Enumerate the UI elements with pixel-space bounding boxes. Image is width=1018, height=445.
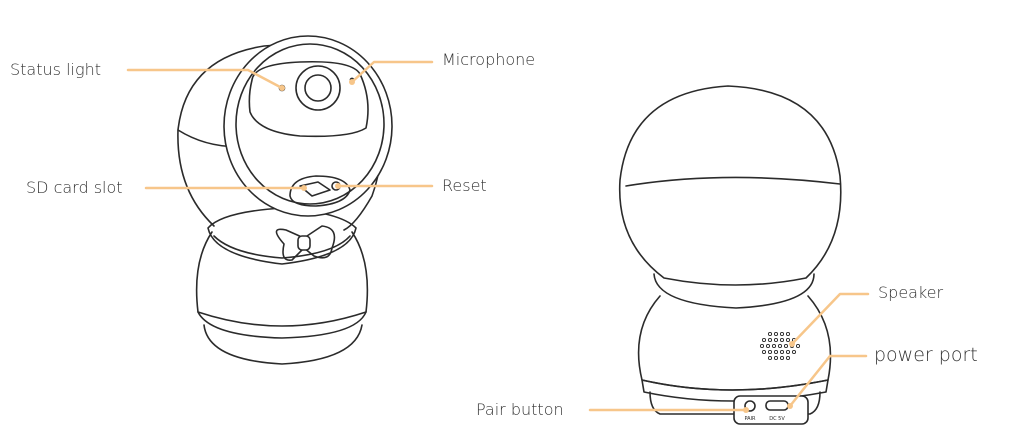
pair-button-label: Pair button: [476, 400, 564, 419]
front-camera-illustration: [177, 35, 393, 365]
back-callout-lines: [588, 292, 870, 413]
power-port-leader: [788, 354, 868, 408]
back-collar: [653, 273, 815, 309]
sd-card-slot-area: [289, 175, 351, 207]
speaker-label: Speaker: [878, 283, 944, 302]
power-port-label-text: power port: [874, 344, 978, 366]
front-collar: [207, 207, 357, 265]
pair-button-leader-dot: [743, 407, 749, 413]
pair-port-label: PAIR: [744, 416, 756, 422]
front-collar-inner: [213, 235, 351, 259]
front-callout-lines: [126, 60, 434, 191]
front-base-foot-ring: [197, 311, 367, 339]
reset-label: Reset: [442, 176, 487, 195]
sd-card-slot-icon: [299, 181, 331, 197]
front-base-foot: [203, 324, 363, 365]
back-camera-illustration: [618, 85, 842, 425]
status-light-leader-dot: [279, 85, 285, 91]
microphone-leader-dot: [349, 79, 355, 85]
front-lens-visor: [248, 60, 369, 138]
back-head-sphere: [618, 85, 842, 286]
status-light-leader: [126, 68, 284, 90]
camera-lens-inner: [304, 74, 332, 102]
microphone-leader: [350, 60, 434, 84]
speaker-leader: [790, 292, 870, 346]
sd-card-leader-dot: [301, 185, 307, 191]
sd-card-slot-label: SD card slot: [26, 178, 123, 197]
power-port-leader-dot: [787, 403, 793, 409]
power-port-label: DC 5V: [769, 416, 785, 422]
power-port-icon: [765, 400, 789, 411]
reset-leader-dot: [335, 183, 341, 189]
microphone-label: Microphone: [442, 50, 536, 69]
back-lower-body: [637, 295, 832, 391]
bow-tie-icon: [275, 225, 336, 261]
speaker-leader-dot: [789, 341, 795, 347]
front-lower-body: [195, 231, 369, 327]
status-light-label: Status light: [10, 60, 101, 79]
back-head-seam: [625, 176, 841, 187]
